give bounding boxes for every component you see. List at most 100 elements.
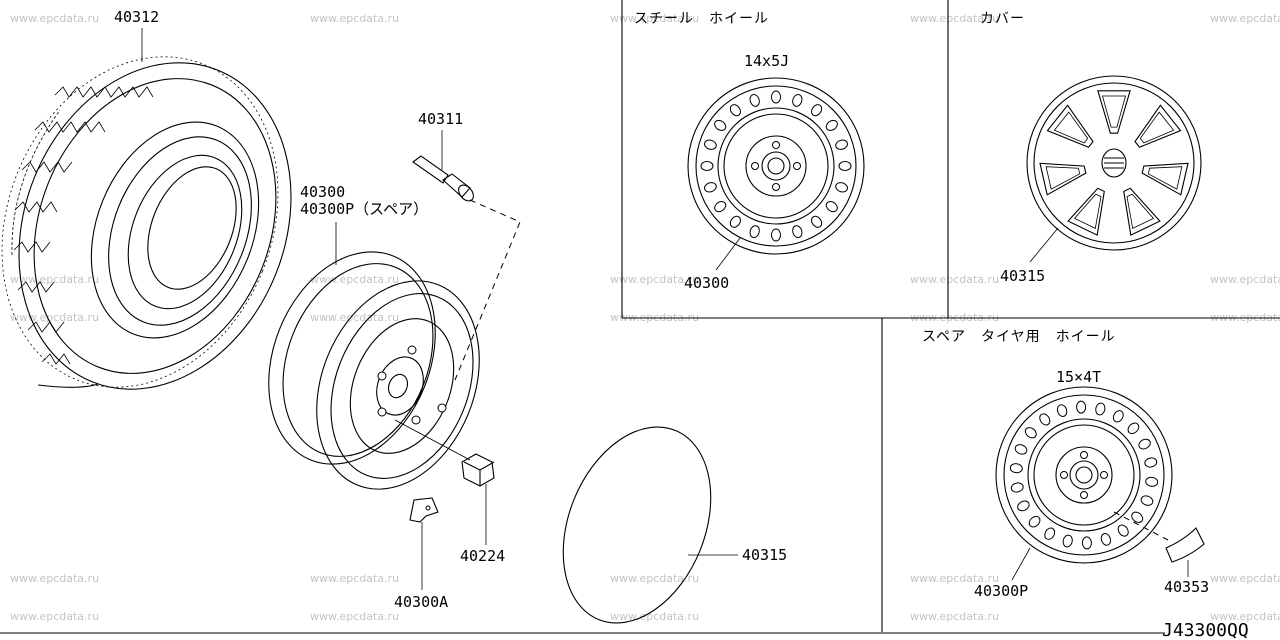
vent-hole — [1095, 402, 1106, 416]
label-tire: 40312 — [114, 8, 159, 26]
vent-hole — [1076, 400, 1087, 414]
vent-hole — [1145, 476, 1159, 487]
lug-hole — [1080, 491, 1088, 499]
watermark-text: www.epcdata.ru — [610, 572, 699, 585]
vent-hole — [1014, 444, 1028, 455]
spare-wheel-lug-holes — [1060, 451, 1108, 499]
watermark-text: www.epcdata.ru — [310, 273, 399, 286]
watermark-layer: www.epcdata.ru www.epcdata.ru www.epcdata.… — [10, 12, 1280, 623]
label-wheel-main: 40300 — [300, 183, 345, 201]
panel-title-steel-wheel: スチール ホイール — [634, 11, 769, 27]
cover-spoke — [1123, 187, 1161, 236]
spare-wheel-vent-holes — [1009, 400, 1159, 550]
watermark-text: www.epcdata.ru — [910, 610, 999, 623]
vent-hole — [729, 215, 741, 228]
vent-hole — [1081, 536, 1092, 550]
watermark-text: www.epcdata.ru — [910, 273, 999, 286]
spare-wheel-40300P[interactable] — [995, 386, 1173, 581]
lug-hole — [772, 183, 780, 191]
cover-spoke-inner — [1053, 111, 1089, 144]
watermark-text: www.epcdata.ru — [10, 12, 99, 25]
vent-hole — [825, 201, 838, 213]
lug-hole — [1080, 451, 1088, 459]
watermark-text: www.epcdata.ru — [310, 12, 399, 25]
label-cover: 40315 — [1000, 267, 1045, 285]
vent-hole — [1144, 457, 1158, 468]
steel-wheel-size: 14x5J — [744, 52, 789, 70]
steel-wheel-40300[interactable] — [687, 77, 865, 271]
label-steel-wheel: 40300 — [684, 274, 729, 292]
lug-hole — [751, 162, 759, 170]
vent-hole — [1112, 410, 1124, 423]
vent-hole — [792, 225, 803, 238]
vent-hole — [1131, 511, 1144, 523]
vent-hole — [1138, 438, 1151, 450]
watermark-text: www.epcdata.ru — [310, 610, 399, 623]
watermark-text: www.epcdata.ru — [1210, 273, 1280, 286]
cover-spoke-inner — [1126, 193, 1155, 229]
watermark-text: www.epcdata.ru — [610, 273, 699, 286]
watermark-text: www.epcdata.ru — [310, 572, 399, 585]
vent-hole — [792, 94, 803, 107]
vent-hole — [811, 215, 823, 228]
vent-hole — [714, 119, 727, 131]
vent-hole — [1009, 463, 1023, 474]
steel-wheel-lug-holes — [751, 141, 801, 191]
tread-pattern — [13, 86, 154, 365]
label-spare-label: 40353 — [1164, 578, 1209, 596]
panel-title-cover: カバー — [980, 11, 1025, 27]
lug-hole — [793, 162, 801, 170]
vent-hole — [749, 225, 760, 238]
watermark-text: www.epcdata.ru — [1210, 610, 1280, 623]
vent-hole — [1100, 533, 1112, 546]
label-spare-wheel: 40300P — [974, 582, 1028, 600]
watermark-text: www.epcdata.ru — [10, 610, 99, 623]
lug-hole — [1060, 471, 1068, 479]
watermark-text: www.epcdata.ru — [910, 12, 999, 25]
vent-hole — [1140, 495, 1154, 506]
cover-spoke-inner — [1147, 166, 1183, 190]
watermark-text: www.epcdata.ru — [610, 12, 699, 25]
tire-40312[interactable] — [0, 15, 338, 431]
label-nut: 40224 — [460, 547, 505, 565]
wheel-40300[interactable] — [238, 222, 508, 514]
vent-hole — [1028, 515, 1041, 528]
vent-hole — [704, 182, 717, 193]
cover-spoke-inner — [1101, 95, 1127, 128]
wheel-cover-40315[interactable] — [1026, 75, 1202, 263]
vent-hole — [749, 94, 760, 107]
watermark-text: www.epcdata.ru — [1210, 12, 1280, 25]
watermark-text: www.epcdata.ru — [310, 311, 399, 324]
cover-spoke — [1039, 162, 1087, 196]
cover-spoke-inner — [1139, 111, 1175, 144]
watermark-text: www.epcdata.ru — [10, 572, 99, 585]
vent-hole — [825, 119, 838, 131]
vent-hole — [729, 104, 741, 117]
vent-hole — [1062, 534, 1073, 548]
label-wheel-spare: 40300P（スペア） — [300, 200, 428, 218]
vent-hole — [771, 228, 781, 242]
watermark-text: www.epcdata.ru — [10, 311, 99, 324]
nut-40224[interactable] — [461, 453, 495, 545]
cover-spoke — [1046, 104, 1094, 148]
cover-spoke-inner — [1073, 193, 1102, 229]
cover-disc-40315[interactable] — [536, 405, 739, 640]
label-weight: 40300A — [394, 593, 448, 611]
vent-hole — [838, 161, 852, 171]
watermark-text: www.epcdata.ru — [10, 273, 99, 286]
label-valve: 40311 — [418, 110, 463, 128]
watermark-text: www.epcdata.ru — [1210, 572, 1280, 585]
valve-40311[interactable] — [412, 130, 521, 381]
vent-hole — [700, 161, 714, 171]
vent-hole — [1117, 524, 1129, 537]
vent-hole — [771, 90, 781, 104]
diagram-code: J43300QQ — [1162, 620, 1249, 640]
cover-spoke — [1134, 104, 1182, 148]
vent-hole — [1127, 422, 1140, 435]
spare-label-40353[interactable] — [1165, 527, 1205, 577]
balance-weight-40300A[interactable] — [409, 497, 439, 590]
lug-hole — [772, 141, 780, 149]
lug-hole — [1100, 471, 1108, 479]
